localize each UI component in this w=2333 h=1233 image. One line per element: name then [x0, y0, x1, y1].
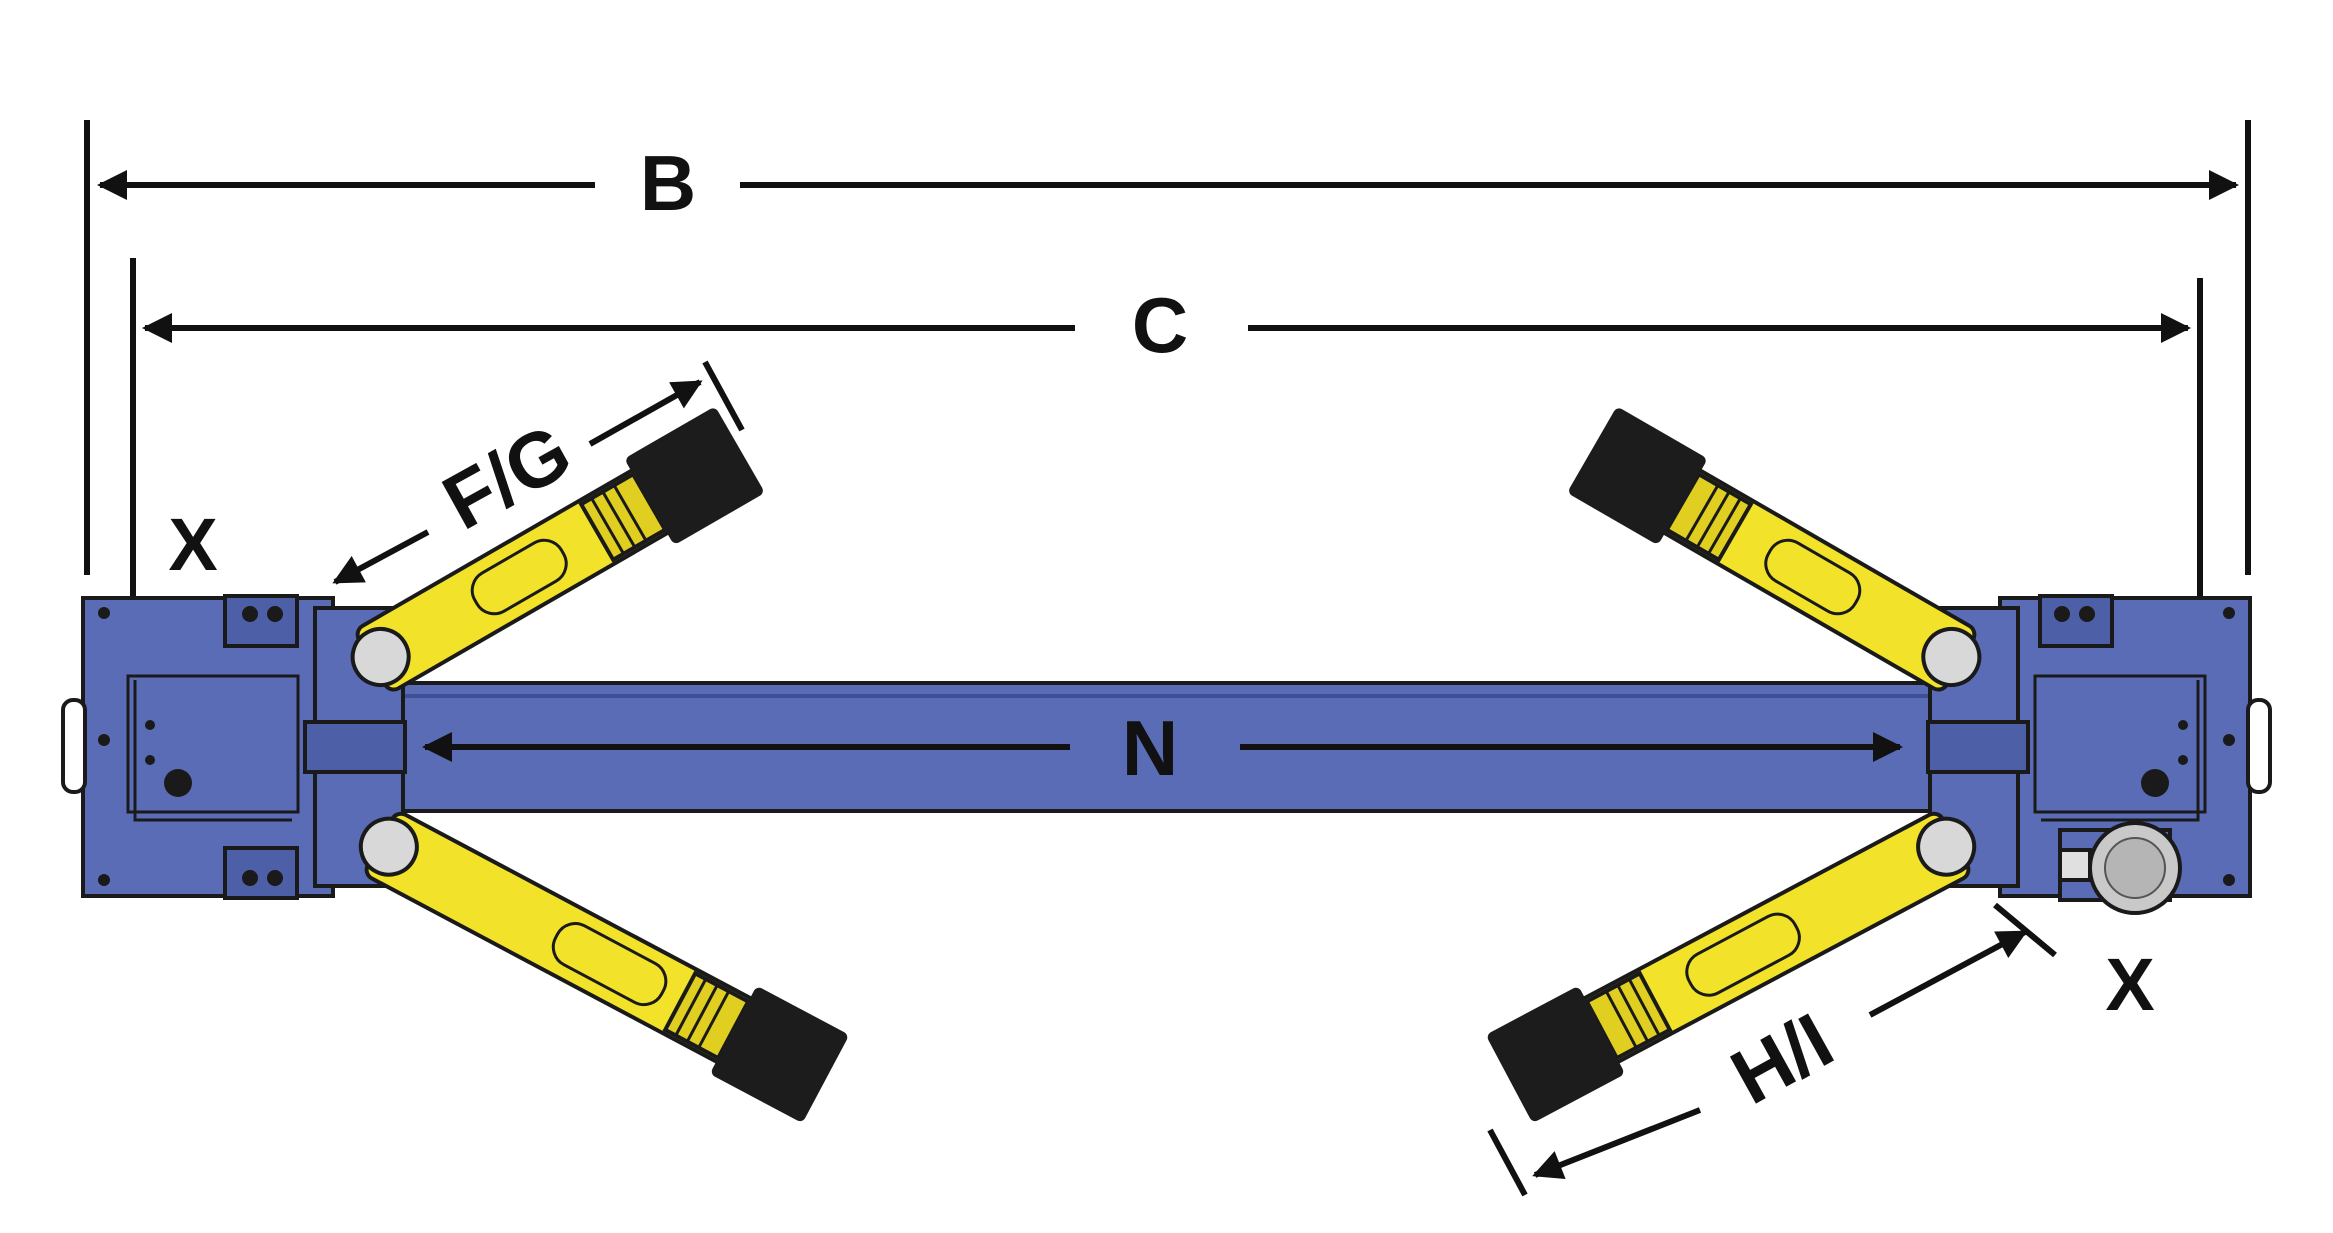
- dimension-label-x-right: X: [2105, 943, 2154, 1026]
- lift-pad-rear-left: [711, 987, 848, 1122]
- lift-pad-rear-right: [1487, 987, 1624, 1122]
- dimension-label-n: N: [1122, 704, 1178, 792]
- column-right: [1926, 594, 2272, 915]
- arm-front-left: [350, 408, 763, 692]
- arm-rear-right: [1487, 811, 1977, 1122]
- dimension-label-h-i: H/I: [1717, 996, 1847, 1121]
- dimension-label-b: B: [640, 139, 696, 227]
- dimension-c: C: [142, 281, 2191, 369]
- dimension-label-x-left: X: [168, 503, 217, 586]
- lift-pad-front-left: [626, 408, 763, 544]
- dimension-b: B: [97, 139, 2239, 227]
- dimension-label-c: C: [1132, 281, 1188, 369]
- lift-pad-front-right: [1569, 408, 1706, 544]
- arm-front-right: [1569, 408, 1982, 692]
- column-left: [61, 594, 407, 900]
- arm-rear-left: [358, 811, 848, 1122]
- dimension-n: N: [422, 704, 1903, 792]
